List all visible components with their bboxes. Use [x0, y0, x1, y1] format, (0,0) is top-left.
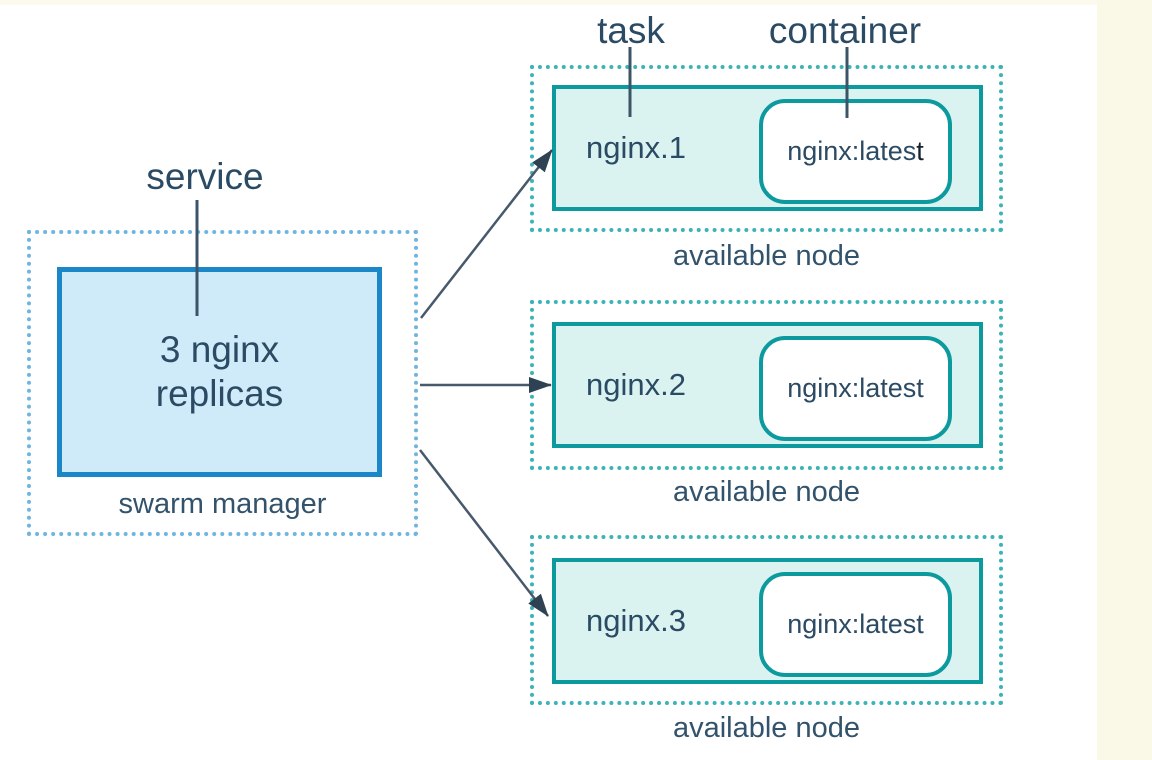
- container-box-3: nginx:latest: [759, 572, 952, 677]
- task-name-1: nginx.1: [586, 130, 686, 165]
- container-image-label-3: nginx:latest: [787, 609, 924, 639]
- task-box-3: nginx.3 nginx:latest: [552, 558, 983, 684]
- node-caption-2: available node: [672, 476, 861, 508]
- service-box-text: 3 nginx replicas: [155, 329, 284, 414]
- task-name-2: nginx.2: [586, 367, 686, 402]
- service-box: 3 nginx replicas: [57, 267, 382, 477]
- page-edge-right: [1097, 0, 1152, 760]
- container-image-label-1: nginx:latest: [787, 136, 924, 167]
- node-caption-3: available node: [672, 712, 861, 744]
- task-box-1: nginx.1 nginx:latest: [552, 85, 983, 211]
- task-box-2: nginx.2 nginx:latest: [552, 322, 983, 448]
- page-edge-top: [0, 0, 1152, 5]
- swarm-manager-outline: [27, 230, 418, 536]
- swarm-manager-caption: swarm manager: [118, 488, 327, 520]
- container-label: container: [768, 10, 922, 51]
- task-name-3: nginx.3: [586, 603, 686, 638]
- node-outline-1: [530, 65, 1003, 232]
- node-caption-1: available node: [672, 240, 861, 272]
- container-image-label-2: nginx:latest: [787, 373, 924, 403]
- service-label: service: [146, 156, 264, 197]
- container-image-tail-1: t: [916, 136, 924, 166]
- container-box-2: nginx:latest: [759, 336, 952, 441]
- node-outline-3: [530, 535, 1003, 705]
- container-image-main-1: nginx:lates: [787, 136, 917, 166]
- task-label: task: [597, 10, 665, 51]
- container-box-1: nginx:latest: [759, 99, 952, 204]
- arrow-to-node-3: [419, 449, 549, 617]
